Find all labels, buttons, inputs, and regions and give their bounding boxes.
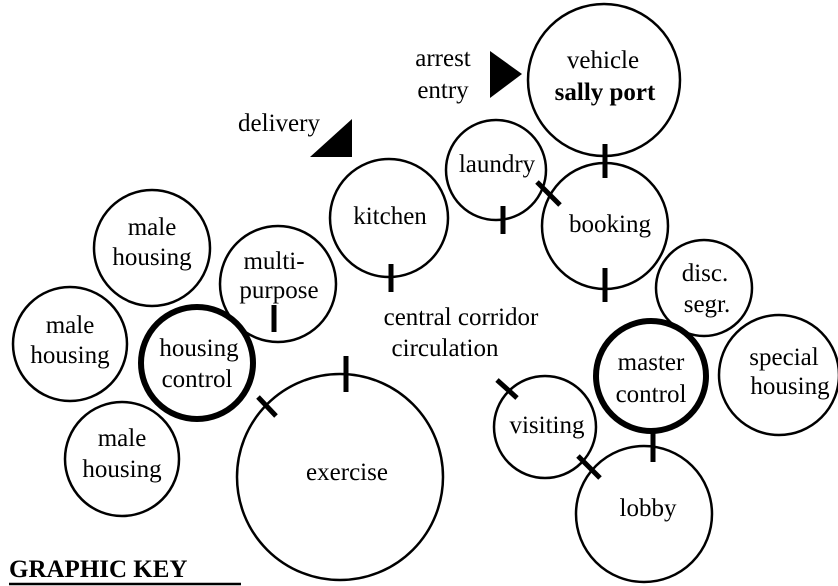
lobby-circle — [574, 444, 714, 584]
male-housing-bottom-label-1: male — [98, 425, 147, 452]
housing-control-circle — [138, 304, 256, 422]
booking-label: booking — [569, 211, 651, 238]
special-housing-circle — [717, 313, 838, 437]
housing-control-label-2: control — [162, 366, 233, 393]
kitchen-label: kitchen — [353, 203, 427, 230]
multipurpose-label-2: purpose — [239, 277, 318, 304]
disc-segr-label-1: disc. — [682, 260, 729, 287]
arrest-label: arrest — [415, 45, 471, 72]
exercise-circle — [235, 372, 445, 582]
arrest-entry-arrow-icon — [490, 51, 522, 98]
male-housing-bottom-label-2: housing — [82, 456, 162, 483]
sally-port-label: sally port — [555, 79, 656, 106]
master-control-circle — [593, 318, 709, 434]
disc-segr-circle — [654, 238, 754, 338]
laundry-label: laundry — [459, 151, 536, 178]
corridor-label-2: circulation — [392, 335, 499, 362]
housingcontrol-exercise-tick — [256, 395, 278, 418]
visiting-lobby-tick — [576, 454, 602, 480]
male-housing-top-label-2: housing — [112, 244, 192, 271]
corridor-label-1: central corridor — [384, 304, 539, 331]
male-housing-top-circle — [92, 188, 212, 308]
male-housing-top-label-1: male — [128, 214, 177, 241]
visiting-corridor-tick — [495, 378, 519, 400]
special-housing-label-2: housing — [750, 373, 830, 400]
exercise-label: exercise — [306, 459, 388, 486]
disc-segr-label-2: segr. — [684, 291, 731, 318]
male-housing-bottom-circle — [63, 400, 181, 518]
housing-control-label-1: housing — [159, 335, 239, 362]
lobby-label: lobby — [620, 495, 677, 522]
delivery-arrow-icon — [310, 119, 352, 157]
special-housing-label-1: special — [749, 344, 818, 371]
male-housing-left-label-1: male — [46, 312, 95, 339]
master-control-label-2: control — [616, 381, 687, 408]
multipurpose-label-1: multi- — [243, 248, 304, 275]
entry-label: entry — [417, 77, 469, 104]
graphic-key-title: GRAPHIC KEY — [9, 556, 187, 583]
multipurpose-circle — [218, 224, 338, 344]
master-control-label-1: master — [618, 349, 685, 376]
visiting-label: visiting — [509, 412, 585, 439]
visiting-circle — [492, 374, 598, 480]
male-housing-left-circle — [11, 285, 129, 403]
delivery-label: delivery — [238, 110, 320, 137]
laundry-circle — [444, 118, 548, 222]
laundry-booking-tick — [535, 180, 562, 207]
vehicle-label: vehicle — [567, 47, 639, 74]
male-housing-left-label-2: housing — [30, 342, 110, 369]
